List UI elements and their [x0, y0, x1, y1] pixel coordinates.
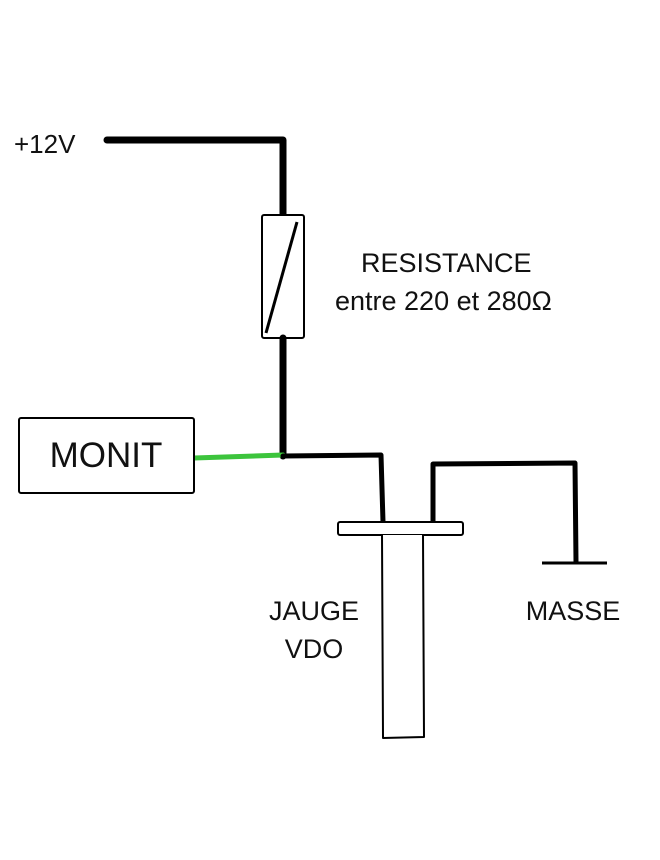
monitor-box — [18, 417, 195, 494]
ground-label: MASSE — [526, 596, 621, 626]
monit-wire — [191, 452, 286, 461]
gauge-label-line1: JAUGE — [269, 596, 359, 626]
gauge-sensor — [337, 521, 464, 739]
supply-wire — [103, 136, 287, 219]
supply-label: +12V — [14, 129, 76, 159]
resistor-title-label: RESISTANCE — [361, 248, 532, 278]
resistor-value-label: entre 220 et 280Ω — [335, 286, 552, 316]
resistor — [261, 214, 305, 339]
junction-to-gauge-wire — [280, 452, 386, 525]
monitor-label: MONIT — [50, 436, 163, 475]
gauge-label-line2: VDO — [285, 634, 344, 664]
gauge-to-ground-wire — [430, 460, 579, 565]
